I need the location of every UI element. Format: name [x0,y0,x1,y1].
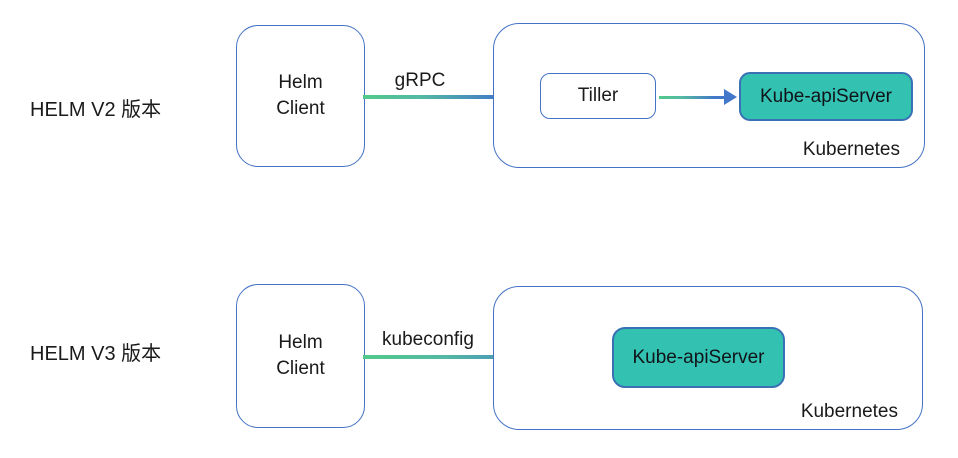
helm-client-box-v2: Helm Client [236,25,365,167]
helm-v3-row-label: HELM V3 版本 [30,343,162,365]
helm-client-label-line1: Helm [278,332,323,354]
kubeconfig-arrow-label: kubeconfig [382,329,474,350]
kubernetes-cluster-label-v2: Kubernetes [802,139,900,160]
arrow-line [363,355,598,359]
helm-client-label-line2: Client [276,98,325,119]
arrowhead-icon [724,89,737,105]
kube-apiserver-box-v2: Kube-apiServer [739,72,913,121]
kube-apiserver-box-v3: Kube-apiServer [612,327,785,388]
tiller-to-apiserver-arrow [659,89,737,105]
helm-client-label-line2: Client [276,358,325,379]
kube-apiserver-label-v3: Kube-apiServer [632,346,765,368]
tiller-label: Tiller [577,85,619,106]
helm-client-box-v3: Helm Client [236,284,365,428]
arrow-line [363,95,527,99]
arrow-line [659,95,725,99]
kube-apiserver-label-v2: Kube-apiServer [759,85,893,107]
kubernetes-cluster-label-v3: Kubernetes [800,401,898,422]
tiller-box: Tiller [540,73,656,119]
grpc-arrow-label: gRPC [394,70,446,91]
helm-v2-row-label: HELM V2 版本 [30,99,162,121]
helm-client-label-line1: Helm [278,72,323,94]
